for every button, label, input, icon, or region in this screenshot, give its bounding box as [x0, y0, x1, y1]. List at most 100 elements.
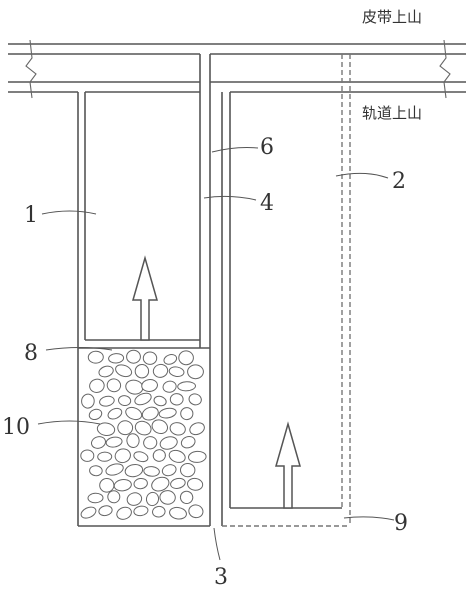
rock-shape [107, 407, 123, 420]
rock-shape [106, 378, 122, 393]
rock-shape [151, 419, 169, 435]
rock-shape [116, 506, 132, 520]
gob-area-10 [80, 349, 207, 520]
rock-shape [142, 351, 158, 365]
callout-6: 6 [260, 135, 274, 160]
rock-shape [189, 422, 205, 436]
rock-shape [124, 463, 144, 478]
rock-shape [134, 420, 152, 436]
rock-shape [163, 354, 178, 365]
rock-shape [97, 451, 113, 462]
rock-shape [169, 506, 187, 520]
rock-shape [99, 395, 115, 407]
rock-shape [91, 436, 106, 449]
rock-shape [180, 462, 196, 478]
rock-shape [179, 490, 194, 505]
rock-shape [89, 465, 103, 477]
arrow-up-icon [275, 421, 301, 509]
rock-shape [151, 476, 170, 492]
connecting-roadway [199, 54, 211, 348]
rock-shape [153, 395, 167, 407]
rock-shape [115, 364, 133, 378]
rock-shape [168, 449, 186, 463]
advance-arrow-face-2 [275, 421, 301, 509]
rock-shape [188, 393, 202, 406]
rock-shape [159, 436, 178, 450]
rock-shape [152, 449, 166, 462]
belt-roadway-label: 皮带上山 [362, 8, 422, 26]
leader-1 [41, 210, 97, 215]
leader-10 [37, 420, 101, 425]
rock-shape [188, 450, 207, 463]
callout-9: 9 [394, 511, 408, 536]
rock-shape [187, 364, 204, 380]
rock-shape [87, 492, 104, 504]
callout-8: 8 [24, 341, 38, 366]
rock-shape [133, 477, 148, 490]
rock-shape [114, 448, 131, 464]
rock-shape [141, 379, 158, 392]
rock-shape [87, 350, 104, 364]
leader-9 [343, 516, 395, 521]
rock-shape [162, 380, 177, 393]
leader-2 [335, 172, 389, 179]
rock-shape [133, 505, 149, 517]
rock-shape [143, 466, 160, 477]
rock-shape [169, 393, 184, 406]
rock-shape [180, 407, 194, 421]
text-labels: 皮带上山 轨道上山 1 2 3 4 6 8 9 10 [2, 8, 422, 590]
rock-shape [159, 490, 176, 505]
rock-shape [88, 408, 103, 421]
rock-shape [126, 492, 143, 506]
rock-shape [96, 422, 116, 436]
rock-shape [105, 463, 124, 476]
rock-shape [187, 477, 204, 491]
callout-2: 2 [392, 169, 406, 194]
rock-shape [158, 407, 177, 419]
break-symbol-right [439, 39, 451, 99]
break-symbol-left [25, 39, 37, 99]
callout-3: 3 [214, 565, 228, 590]
advance-arrow-face-1 [132, 255, 158, 341]
rock-shape [98, 505, 113, 517]
rock-shape [168, 366, 185, 377]
rock-shape [161, 464, 177, 477]
leader-8 [45, 347, 113, 351]
rock-shape [134, 364, 150, 379]
rock-shape [108, 353, 125, 364]
rock-shape [180, 435, 196, 449]
rock-shape [188, 504, 204, 519]
arrow-up-icon [132, 255, 158, 341]
leader-lines [37, 147, 395, 561]
rock-shape [89, 378, 105, 393]
leader-4 [203, 195, 257, 201]
rock-shape [143, 436, 158, 450]
leader-3 [213, 527, 221, 561]
rock-shape [117, 420, 134, 436]
rock-shape [118, 395, 132, 407]
rock-shape [170, 477, 186, 489]
rock-shape [80, 449, 95, 462]
rock-shape [169, 422, 186, 436]
rock-shape [145, 491, 160, 507]
rock-shape [141, 406, 159, 421]
rock-shape [99, 477, 115, 493]
rock-shape [152, 363, 169, 378]
rock-shape [113, 479, 132, 492]
rock-shape [134, 392, 152, 406]
roadway-lines [8, 43, 466, 93]
rock-shape [126, 349, 141, 364]
rock-shape [178, 350, 194, 366]
leader-6 [211, 147, 259, 153]
rock-shape [126, 433, 140, 448]
break-symbols [25, 39, 451, 99]
rock-shape [81, 393, 95, 409]
rock-shape [152, 505, 166, 518]
rock-shape [80, 506, 97, 519]
track-roadway-label: 轨道上山 [362, 104, 422, 122]
rock-shape [107, 490, 121, 504]
callout-10: 10 [2, 415, 30, 440]
callout-1: 1 [24, 203, 38, 228]
rock-shape [125, 406, 143, 421]
